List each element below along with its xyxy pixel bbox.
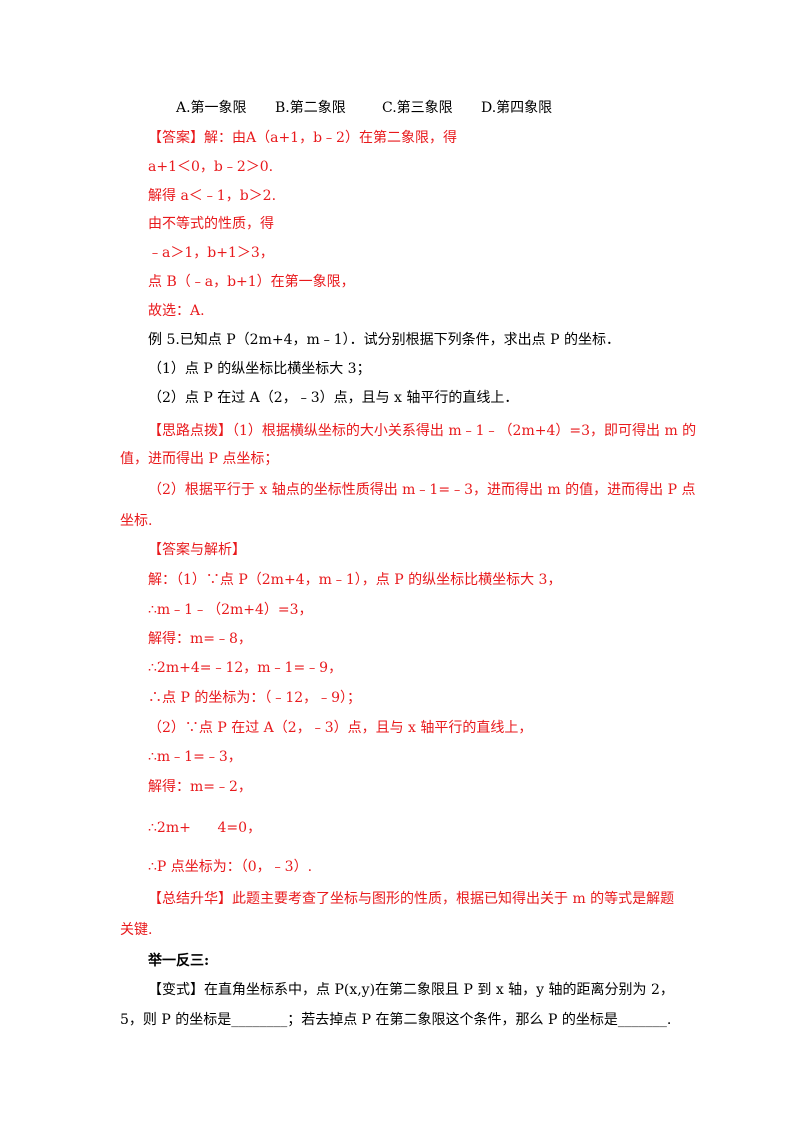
- solution-line-8: 解得：m=﹣2，: [148, 779, 252, 795]
- option-a: A.第一象限: [176, 100, 247, 116]
- example-question-1: （1）点 P 的纵坐标比横坐标大 3；: [148, 361, 371, 377]
- example-question-2: （2）点 P 在过 A（2，﹣3）点，且与 x 轴平行的直线上．: [148, 390, 519, 406]
- solution-line-7: ∴m﹣1=﹣3，: [148, 749, 242, 765]
- solution-line-2: ∴m﹣1﹣（2m+4）=3，: [148, 602, 313, 618]
- option-b: B.第二象限: [275, 100, 346, 116]
- solution-line-4: ∴2m+4=﹣12，m﹣1=﹣9，: [148, 660, 343, 676]
- solution-line-9: ∴2m+ 4=0，: [148, 820, 262, 836]
- hint-line-3: （2）根据平行于 x 轴点的坐标性质得出 m﹣1=﹣3，进而得出 m 的值，进而…: [148, 482, 696, 498]
- answer-line-1: 【答案】解：由A（a+1，b﹣2）在第二象限，得: [148, 130, 457, 146]
- answer-line-4: 由不等式的性质，得: [148, 216, 274, 232]
- solution-line-5: ∴点 P 的坐标为：（﹣12，﹣9）；: [148, 690, 362, 706]
- solution-line-3: 解得：m=﹣8，: [148, 631, 252, 647]
- answer-line-7: 故选：A.: [148, 303, 205, 319]
- practice-line-2: 5，则 P 的坐标是________；若去掉点 P 在第二象限这个条件，那么 P…: [120, 1012, 672, 1028]
- answer-line-2: a+1＜0，b﹣2＞0.: [148, 159, 274, 175]
- solution-line-10: ∴P 点坐标为：（0，﹣3）.: [148, 859, 313, 875]
- answer-line-5: ﹣a＞1，b+1＞3，: [148, 245, 274, 261]
- answer-line-3: 解得 a＜﹣1，b＞2.: [148, 188, 277, 204]
- example-title: 例 5.已知点 P（2m+4，m﹣1）．试分别根据下列条件，求出点 P 的坐标．: [148, 332, 620, 348]
- practice-line-1: 【变式】在直角坐标系中，点 P(x,y)在第二象限且 P 到 x 轴，y 轴的距…: [148, 982, 674, 998]
- solution-line-6: （2）∵点 P 在过 A（2，﹣3）点，且与 x 轴平行的直线上，: [148, 720, 533, 736]
- option-c: C.第三象限: [382, 100, 453, 116]
- hint-line-4: 坐标.: [120, 513, 153, 529]
- hint-line-1: 【思路点拨】（1）根据横纵坐标的大小关系得出 m﹣1﹣（2m+4）=3，即可得出…: [148, 423, 697, 439]
- practice-header: 举一反三:: [148, 953, 210, 969]
- summary-line-1: 【总结升华】此题主要考查了坐标与图形的性质，根据已知得出关于 m 的等式是解题: [148, 891, 675, 907]
- solution-line-1: 解：（1）∵点 P（2m+4，m﹣1），点 P 的纵坐标比横坐标大 3，: [148, 572, 562, 588]
- answer-line-6: 点 B（﹣a，b+1）在第一象限，: [148, 274, 355, 290]
- summary-line-2: 关键.: [120, 922, 153, 938]
- option-d: D.第四象限: [481, 100, 553, 116]
- solution-header: 【答案与解析】: [148, 542, 246, 558]
- hint-line-2: 值，进而得出 P 点坐标；: [120, 451, 279, 467]
